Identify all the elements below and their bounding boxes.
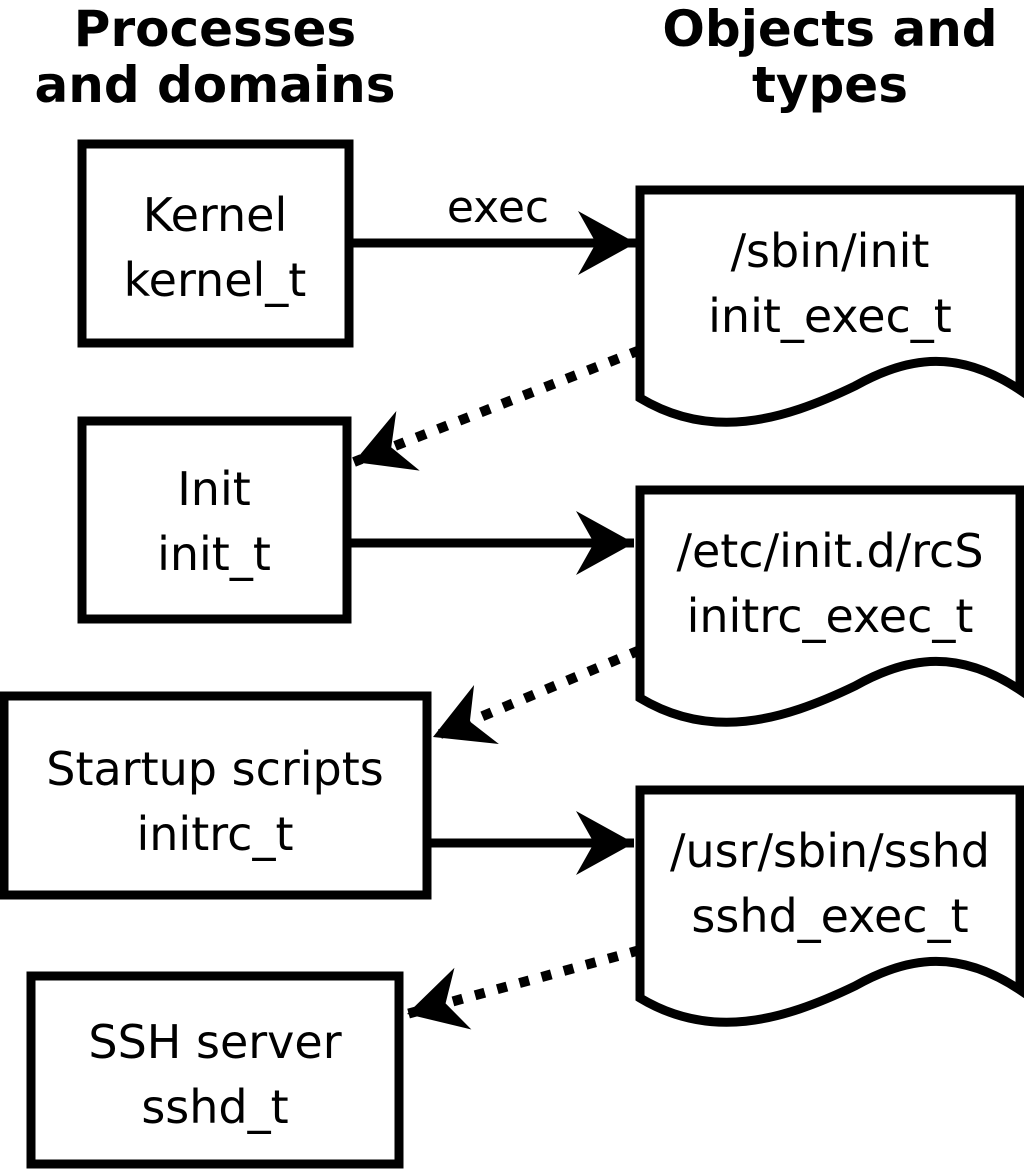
object-type-sshd-exec: sshd_exec_t bbox=[691, 889, 968, 943]
process-box-kernel bbox=[77, 139, 354, 348]
process-box-initrc bbox=[0, 691, 432, 900]
process-node-kernel: Kernel kernel_t bbox=[77, 139, 354, 348]
process-node-initrc: Startup scripts initrc_t bbox=[0, 691, 432, 900]
process-name-initrc: Startup scripts bbox=[46, 742, 384, 796]
document-shape-init-exec bbox=[635, 185, 1024, 427]
object-node-sshd-exec: /usr/sbin/sshd sshd_exec_t bbox=[635, 785, 1024, 1027]
object-type-init-exec: init_exec_t bbox=[708, 289, 952, 343]
exec-edge-label: exec bbox=[447, 182, 549, 233]
process-box-sshd bbox=[26, 971, 404, 1169]
process-node-init: Init init_t bbox=[77, 416, 352, 624]
process-name-sshd: SSH server bbox=[88, 1015, 341, 1069]
process-domain-initrc: initrc_t bbox=[137, 807, 294, 861]
object-path-sshd-exec: /usr/sbin/sshd bbox=[670, 824, 990, 878]
process-domain-kernel: kernel_t bbox=[124, 253, 307, 307]
header-processes-line1: Processes bbox=[74, 0, 356, 58]
object-node-initrc-exec: /etc/init.d/rcS initrc_exec_t bbox=[635, 485, 1024, 727]
dotted-arrow-initrcexec-to-initrc bbox=[431, 645, 642, 745]
process-box-init bbox=[77, 416, 352, 624]
object-path-initrc-exec: /etc/init.d/rcS bbox=[676, 524, 983, 578]
document-shape-sshd-exec bbox=[635, 785, 1024, 1027]
dotted-arrow-sshdexec-to-sshd bbox=[405, 945, 642, 1030]
document-shape-initrc-exec bbox=[635, 485, 1024, 727]
header-objects-line1: Objects and bbox=[662, 0, 997, 58]
process-name-kernel: Kernel bbox=[143, 188, 288, 242]
process-node-sshd: SSH server sshd_t bbox=[26, 971, 404, 1169]
object-node-init-exec: /sbin/init init_exec_t bbox=[635, 185, 1024, 427]
process-name-init: Init bbox=[177, 462, 251, 516]
header-objects-line2: types bbox=[752, 56, 908, 114]
process-domain-sshd: sshd_t bbox=[141, 1080, 288, 1134]
object-path-init-exec: /sbin/init bbox=[731, 224, 930, 278]
header-processes-line2: and domains bbox=[34, 56, 395, 114]
process-domain-init: init_t bbox=[157, 527, 271, 581]
dotted-arrow-initexec-to-init bbox=[352, 345, 642, 471]
object-type-initrc-exec: initrc_exec_t bbox=[687, 589, 974, 643]
